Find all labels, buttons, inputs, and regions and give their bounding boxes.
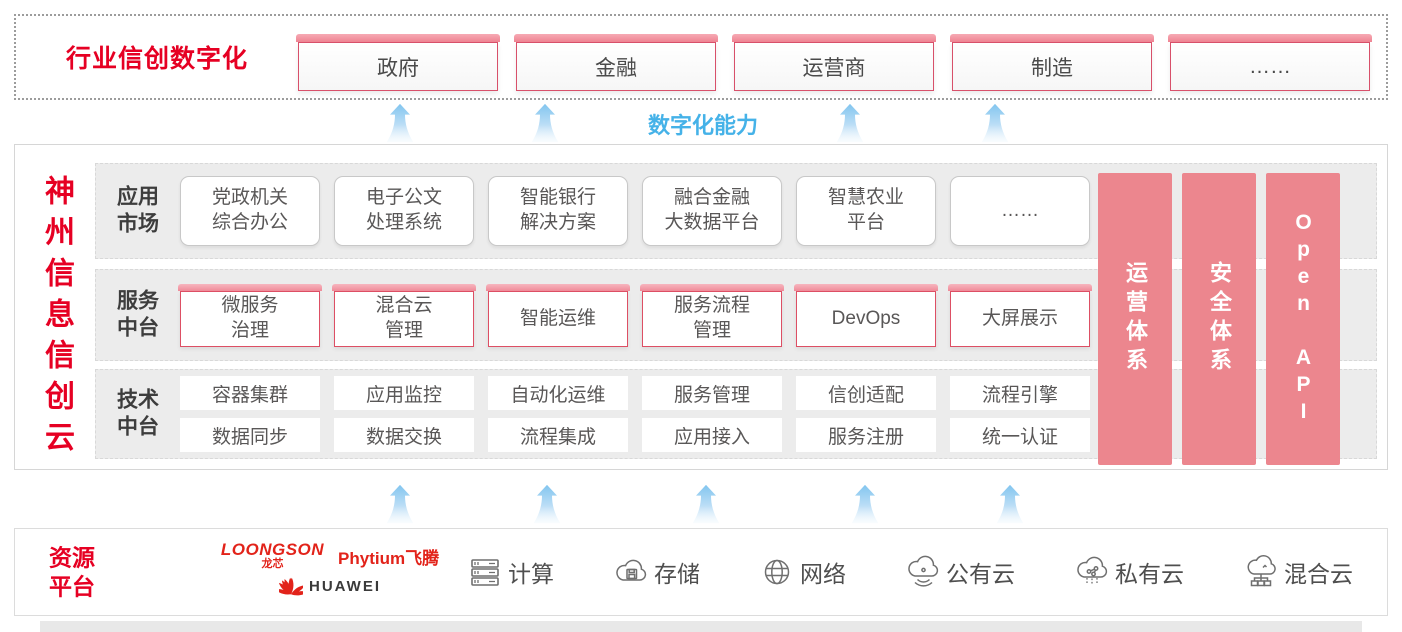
industry-boxes: 政府 金融 运营商 制造 …… [296,34,1372,91]
storage-icon [616,559,647,581]
up-arrow-icon [851,484,879,524]
pillar-open-api: Open API [1266,173,1340,465]
resource-item-hybrid-cloud: 混合云 [1243,554,1353,590]
tech-box: 应用接入 [642,418,782,452]
resource-item-storage: 存储 [613,554,700,590]
service-box: 智能运维 [486,284,630,347]
resource-item-compute: 计算 [467,554,554,590]
service-box: DevOps [794,284,938,347]
up-arrow-icon [996,484,1024,524]
tech-box: 数据交换 [334,418,474,452]
up-arrow-icon [692,484,720,524]
app-box: 党政机关 综合办公 [180,176,320,246]
public-cloud-icon [908,555,939,587]
up-arrow-icon [531,103,559,143]
tech-box: 容器集群 [180,376,320,410]
up-arrow-icon [386,484,414,524]
tech-box: 统一认证 [950,418,1090,452]
huawei-logo: HUAWEI [279,574,381,598]
tech-platform-label: 技术 中台 [117,388,159,439]
loongson-logo: LOONGSON 龙芯 [220,540,325,570]
vendor-logos: LOONGSON 龙芯 Phytium飞腾 [215,541,445,598]
huawei-petal-icon [279,577,303,596]
up-arrow-icon [981,103,1009,143]
private-cloud-icon [1077,556,1108,585]
up-arrow-icon [836,103,864,143]
tech-box: 服务注册 [796,418,936,452]
industry-digitalization-zone: 行业信创数字化 政府 金融 运营商 制造 …… [14,14,1388,100]
app-box: 智能银行 解决方案 [488,176,628,246]
industry-box-manufacturing: 制造 [950,34,1154,91]
service-box: 混合云 管理 [332,284,476,347]
tech-box: 流程集成 [488,418,628,452]
app-box: 智慧农业 平台 [796,176,936,246]
industry-box-more: …… [1168,34,1372,91]
compute-icon [471,559,499,586]
platform-title-vertical: 神州信息信创云 [40,175,73,462]
tech-box: 自动化运维 [488,376,628,410]
service-box: 大屏展示 [948,284,1092,347]
resource-item-network: 网络 [759,554,846,590]
resource-platform-zone: 资源 平台 LOONGSON 龙芯 Phytium飞腾 [14,528,1388,616]
app-box: 融合金融 大数据平台 [642,176,782,246]
bottom-divider-strip [40,621,1362,632]
network-icon [764,559,790,585]
hybrid-cloud-icon [1247,554,1276,587]
tech-box: 流程引擎 [950,376,1090,410]
tech-box: 应用监控 [334,376,474,410]
resource-item-public-cloud: 公有云 [905,554,1015,590]
tech-box: 数据同步 [180,418,320,452]
tech-box: 信创适配 [796,376,936,410]
tech-box: 服务管理 [642,376,782,410]
service-platform-label: 服务 中台 [117,289,159,340]
up-arrow-icon [386,103,414,143]
industry-box-operator: 运营商 [732,34,936,91]
resource-items: 计算 存储 [467,529,1353,615]
platform-main-panel: 神州信息信创云 应用 市场 党政机关 综合办公 电子公文 处理系统 智能银行 解… [14,144,1388,470]
tech-platform-band: 技术 中台 容器集群 应用监控 自动化运维 服务管理 信创适配 流程引擎 数据同… [95,369,1377,459]
resource-item-private-cloud: 私有云 [1074,554,1184,590]
service-box: 服务流程 管理 [640,284,784,347]
pillar-operations-system: 运营体系 [1098,173,1172,465]
up-arrow-icon [533,484,561,524]
app-box: 电子公文 处理系统 [334,176,474,246]
app-box-more: …… [950,176,1090,246]
app-market-label: 应用 市场 [117,185,159,236]
service-box: 微服务 治理 [178,284,322,347]
industry-zone-title: 行业信创数字化 [66,45,249,73]
resource-platform-label: 资源 平台 [49,544,95,599]
industry-box-government: 政府 [296,34,500,91]
phytium-logo: Phytium飞腾 [338,549,440,568]
digital-capability-label: 数字化能力 [647,113,758,138]
industry-box-finance: 金融 [514,34,718,91]
pillar-security-system: 安全体系 [1182,173,1256,465]
